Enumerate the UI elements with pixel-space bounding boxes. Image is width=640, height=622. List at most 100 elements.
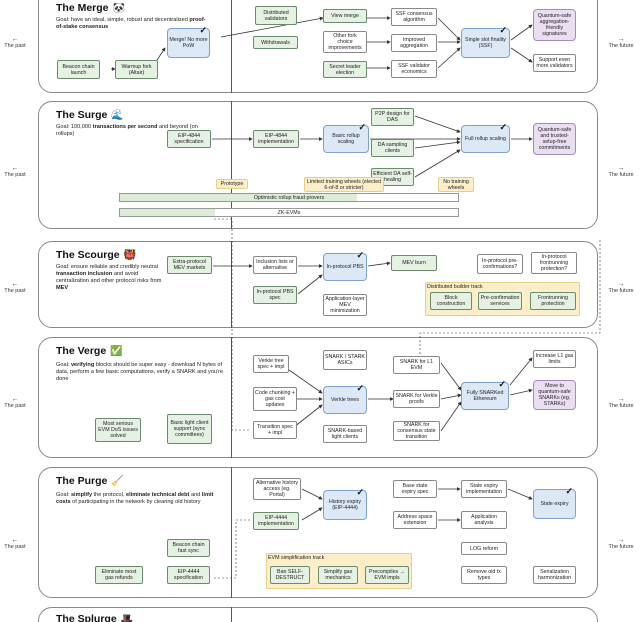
top-hat-icon: 🎩 — [120, 613, 134, 622]
state-expiry-impl-box: State expiry implementation — [461, 480, 507, 498]
past-label-5: ←The past — [4, 537, 26, 550]
check-icon: ✓ — [358, 122, 366, 132]
quantum-safe-agg-box: Quantum-safe aggregation-friendly signat… — [533, 9, 576, 41]
snark-light-box: SNARK-based light clients — [323, 425, 367, 443]
pre-confirmation-box: Pre-confirmation services — [478, 292, 522, 310]
ban-selfdestruct-box: Ban SELF-DESTRUCT — [270, 566, 310, 584]
future-label-4: →The future — [608, 396, 634, 409]
surge-goal: Goal: 100,000 transactions per second an… — [56, 124, 198, 137]
check-icon: ✓ — [356, 487, 364, 497]
app-layer-mev-box: Application-layer MEV minimization — [323, 294, 367, 316]
transition-spec-box: Transition spec + impl — [253, 421, 297, 439]
history-expiry-box: History expiry (EIP-4444)✓ — [323, 487, 367, 520]
inclusion-lists-box: Inclusion lists or alternative — [253, 256, 297, 274]
present-divider — [231, 0, 232, 93]
snark-asics-box: SNARK / STARK ASICs — [323, 350, 367, 370]
precompiles-evm-box: Precompiles → EVM impls — [365, 566, 409, 584]
right-arrow-icon: → — [617, 36, 625, 43]
panda-icon: 🐼 — [112, 2, 125, 14]
extra-protocol-box: Extra-protocol MEV markets — [167, 256, 212, 274]
checkmark-icon: ✅ — [110, 345, 123, 357]
mev-burn-box: MEV burn — [391, 255, 437, 271]
check-icon: ✓ — [356, 383, 364, 393]
snark-verkle-proofs-box: SNARK for Verkle proofs — [393, 390, 440, 408]
in-protocol-pbs-box: In-protocol PBS✓ — [323, 250, 367, 281]
eip4844-spec-box: EIP-4844 specification — [167, 130, 211, 148]
serialization-box: Serialization harmonization — [533, 566, 576, 584]
optimistic-bar: Optimistic rollup fraud provers — [119, 193, 459, 202]
check-icon: ✓ — [499, 25, 507, 35]
past-label-3: ←The past — [4, 281, 26, 294]
prototype-label: Prototype — [216, 179, 248, 189]
in-protocol-pbs-spec-box: In-protocol PBS spec — [253, 286, 297, 304]
p2p-das-box: P2P design for DAS — [371, 108, 414, 126]
in-protocol-preconf-box: In-protocol pre-confirmations? — [477, 254, 523, 274]
basic-rollup-box: Basic rollup scaling✓ — [323, 122, 369, 153]
merge-box: Merge! No more PoW✓ — [167, 26, 210, 58]
scourge-goal: Goal: ensure reliable and credibly neutr… — [56, 264, 162, 291]
limited-training-label: Limited training wheels (elected 6-of-8 … — [304, 177, 384, 192]
move-quantum-box: Move to quantum-safe SNARKs (eg. STARKs) — [533, 380, 576, 410]
address-space-box: Address space extension — [393, 511, 437, 529]
other-fork-choice-box: Other fork choice improvements — [323, 31, 367, 53]
left-arrow-icon: ← — [11, 165, 19, 172]
check-icon: ✓ — [356, 250, 364, 260]
purge-goal: Goal: simplify the protocol, eliminate t… — [56, 492, 214, 505]
full-rollup-box: Full rollup scaling✓ — [461, 122, 510, 153]
surge-title: The Surge🌊 — [56, 109, 124, 121]
code-chunking-box: Code chunking + gas cost updates — [253, 387, 297, 411]
state-expiry-box: State expiry✓ — [533, 486, 576, 519]
check-icon: ✓ — [565, 486, 573, 496]
past-label-2: ←The past — [4, 165, 26, 178]
eip4444-impl-box: EIP-4444 implementation — [253, 512, 299, 530]
verkle-trees-box: Verkle trees✓ — [323, 383, 367, 414]
verge-title: The Verge✅ — [56, 345, 123, 357]
left-arrow-icon: ← — [11, 36, 19, 43]
left-arrow-icon: ← — [11, 537, 19, 544]
snark-l1-evm-box: SNARK for L1 EVM — [393, 356, 440, 374]
future-label-3: →The future — [608, 281, 634, 294]
support-more-validators-box: Support even more validators — [533, 54, 576, 72]
past-label-4: ←The past — [4, 396, 26, 409]
frontrunning-protection-box: Frontrunning protection — [530, 292, 576, 310]
das-sampling-box: DA sampling clients — [371, 139, 414, 157]
snark-consensus-box: SNARK for consensus state transition — [393, 421, 440, 441]
log-reform-box: LOG reform — [461, 542, 507, 555]
improved-aggregation-box: Improved aggregation — [391, 34, 437, 52]
future-label-5: →The future — [608, 537, 634, 550]
splurge-title: The Splurge🎩 — [56, 613, 133, 622]
distributed-validators-box: Distributed validators — [255, 6, 297, 25]
beacon-launch-box: Beacon chain launch — [57, 60, 100, 79]
present-divider — [231, 467, 232, 598]
block-construction-box: Block construction — [430, 292, 472, 310]
zk-evms-bar: ZK-EVMs — [119, 208, 459, 217]
wave-icon: 🌊 — [111, 109, 124, 121]
eliminate-refunds-box: Eliminate most gas refunds — [95, 566, 143, 584]
quantum-safe-setup-box: Quantum-safe and trusted-setup-free comm… — [533, 123, 576, 155]
scourge-title: The Scourge👹 — [56, 249, 137, 261]
in-protocol-frontrun-box: In-protocol frontrunning protection? — [531, 252, 577, 274]
withdrawals-box: Withdrawals — [253, 36, 298, 49]
ssf-algorithm-box: SSF consensus algorithm — [391, 8, 437, 26]
check-icon: ✓ — [498, 379, 506, 389]
future-label-1: →The future — [608, 36, 634, 49]
past-label-1: ←The past — [4, 36, 26, 49]
simplify-gas-box: Simplify gas mechanics — [318, 566, 358, 584]
surge-panel — [38, 101, 598, 229]
fully-snarked-box: Fully SNARKed Ethereum✓ — [461, 379, 509, 410]
present-divider — [231, 337, 232, 458]
present-divider — [231, 607, 232, 622]
left-arrow-icon: ← — [11, 281, 19, 288]
broom-icon: 🧹 — [111, 475, 124, 487]
verge-goal: Goal: verifying blocks should be super e… — [56, 362, 224, 382]
alt-history-box: Alternative history access (eg. Portal) — [253, 478, 301, 500]
single-slot-finality-box: Single slot finality (SSF)✓ — [461, 25, 510, 58]
remove-old-types-box: Remove old tx types — [461, 566, 507, 584]
most-serious-dos-box: Most serious EVM DoS issues solved — [95, 418, 141, 442]
purge-title: The Purge🧹 — [56, 475, 124, 487]
right-arrow-icon: → — [617, 165, 625, 172]
eip4844-impl-box: EIP-4844 implementation — [253, 130, 299, 148]
left-arrow-icon: ← — [11, 396, 19, 403]
right-arrow-icon: → — [617, 396, 625, 403]
check-icon: ✓ — [499, 122, 507, 132]
